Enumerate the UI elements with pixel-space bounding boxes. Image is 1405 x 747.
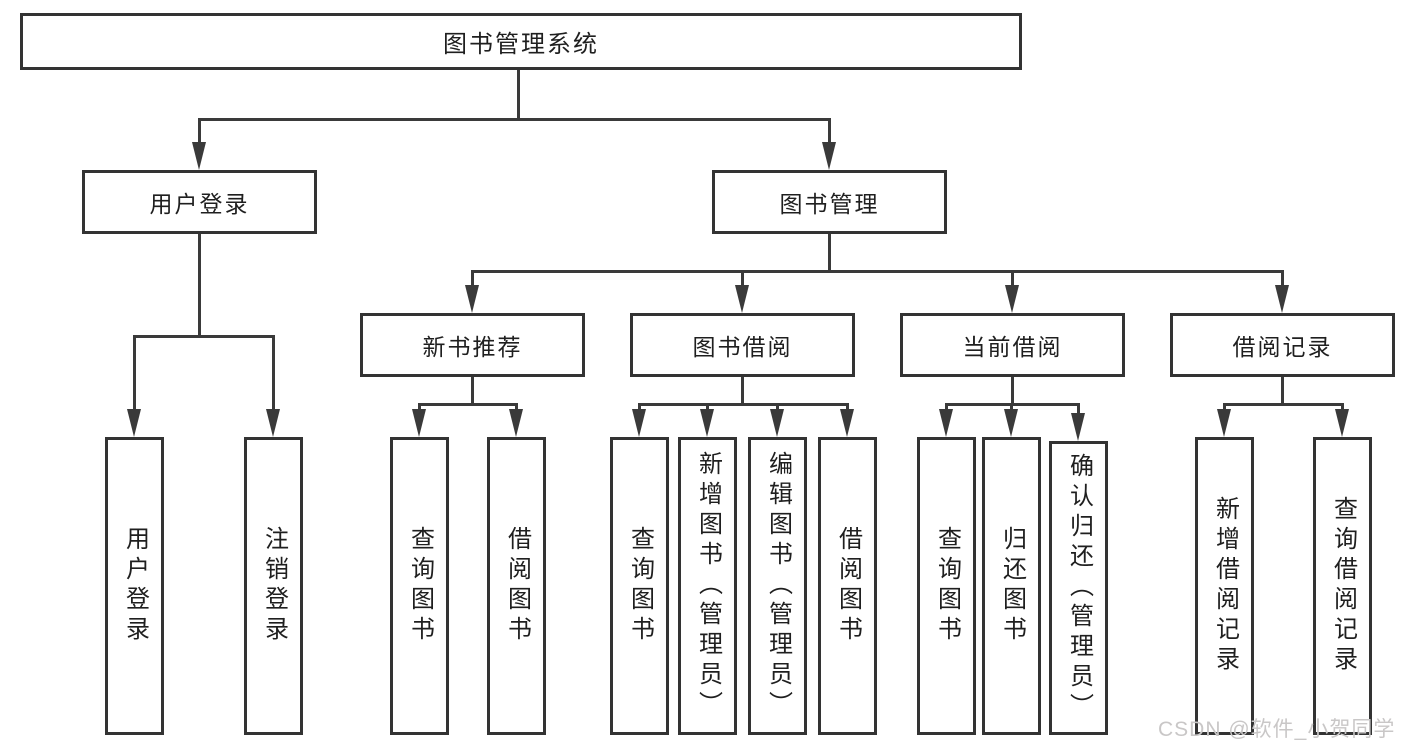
node-label: 图书管理系统 [443, 31, 599, 58]
arrow-down-icon [735, 285, 749, 313]
leaf-add-borrow-record: 新增借阅记录 [1195, 437, 1254, 735]
edge-line [133, 335, 136, 411]
node-label: 图书借阅 [692, 334, 793, 360]
edge-line [945, 403, 948, 412]
node-label: 确认归还（管理员） [1065, 453, 1093, 723]
node-label: 新书推荐 [422, 334, 523, 360]
arrow-down-icon [1217, 409, 1231, 437]
arrow-down-icon [632, 409, 646, 437]
node-label: 借阅记录 [1232, 334, 1333, 360]
leaf-user-login: 用户登录 [105, 437, 164, 735]
edge-line [515, 403, 518, 412]
leaf-borrow-book-2: 借阅图书 [818, 437, 877, 735]
leaf-query-book-3: 查询图书 [917, 437, 976, 735]
leaf-confirm-return-admin: 确认归还（管理员） [1049, 441, 1108, 735]
node-label: 图书管理 [779, 191, 880, 217]
node-label: 用户登录 [121, 526, 149, 646]
leaf-add-book-admin: 新增图书（管理员） [678, 437, 737, 735]
node-borrow-records: 借阅记录 [1170, 313, 1395, 377]
node-label: 注销登录 [260, 526, 288, 646]
node-user-login: 用户登录 [82, 170, 317, 234]
edge-line [471, 270, 1284, 273]
arrow-down-icon [822, 142, 836, 170]
edge-line [1223, 403, 1344, 406]
node-label: 编辑图书（管理员） [764, 451, 792, 721]
leaf-borrow-book-1: 借阅图书 [487, 437, 546, 735]
edge-line [133, 335, 275, 338]
edge-line [706, 403, 709, 412]
arrow-down-icon [509, 409, 523, 437]
arrow-down-icon [266, 409, 280, 437]
edge-line [1011, 377, 1014, 405]
arrow-down-icon [465, 285, 479, 313]
edge-line [741, 270, 744, 287]
leaf-query-book-2: 查询图书 [610, 437, 669, 735]
csdn-watermark: CSDN @软件_小贺同学 [1158, 718, 1396, 741]
arrow-down-icon [1335, 409, 1349, 437]
leaf-query-borrow-record: 查询借阅记录 [1313, 437, 1372, 735]
edge-line [638, 403, 641, 412]
node-label: 借阅图书 [834, 526, 862, 646]
node-label: 查询图书 [626, 526, 654, 646]
arrow-down-icon [412, 409, 426, 437]
arrow-down-icon [127, 409, 141, 437]
edge-line [846, 403, 849, 412]
arrow-down-icon [840, 409, 854, 437]
arrow-down-icon [1071, 413, 1085, 441]
node-label: 当前借阅 [962, 334, 1063, 360]
arrow-down-icon [1275, 285, 1289, 313]
edge-line [1281, 377, 1284, 405]
arrow-down-icon [770, 409, 784, 437]
node-label: 查询借阅记录 [1329, 496, 1357, 676]
node-label: 查询图书 [933, 526, 961, 646]
edge-line [517, 70, 520, 120]
edge-line [418, 403, 421, 412]
node-label: 新增借阅记录 [1211, 496, 1239, 676]
leaf-logout: 注销登录 [244, 437, 303, 735]
arrow-down-icon [1004, 409, 1018, 437]
arrow-down-icon [939, 409, 953, 437]
leaf-return-book: 归还图书 [982, 437, 1041, 735]
edge-line [828, 118, 831, 144]
node-label: 归还图书 [998, 526, 1026, 646]
arrow-down-icon [1005, 285, 1019, 313]
edge-line [1010, 403, 1013, 412]
edge-line [1011, 270, 1014, 287]
node-label: 用户登录 [149, 191, 250, 217]
edge-line [471, 270, 474, 287]
edge-line [272, 335, 275, 411]
edge-line [1281, 270, 1284, 287]
edge-line [741, 377, 744, 405]
edge-line [828, 234, 831, 272]
edge-line [1341, 403, 1344, 412]
edge-line [638, 403, 849, 406]
edge-line [471, 377, 474, 405]
leaf-edit-book-admin: 编辑图书（管理员） [748, 437, 807, 735]
arrow-down-icon [192, 142, 206, 170]
edge-line [198, 118, 831, 121]
node-book-borrow: 图书借阅 [630, 313, 855, 377]
node-new-book-recommend: 新书推荐 [360, 313, 585, 377]
edge-line [418, 403, 518, 406]
node-label: 查询图书 [406, 526, 434, 646]
node-current-borrow: 当前借阅 [900, 313, 1125, 377]
leaf-query-book-1: 查询图书 [390, 437, 449, 735]
node-book-management: 图书管理 [712, 170, 947, 234]
arrow-down-icon [700, 409, 714, 437]
node-label: 借阅图书 [503, 526, 531, 646]
edge-line [1077, 403, 1080, 415]
node-label: 新增图书（管理员） [694, 451, 722, 721]
edge-line [776, 403, 779, 412]
edge-line [198, 118, 201, 144]
edge-line [1223, 403, 1226, 412]
edge-line [198, 234, 201, 337]
node-library-system: 图书管理系统 [20, 13, 1022, 70]
